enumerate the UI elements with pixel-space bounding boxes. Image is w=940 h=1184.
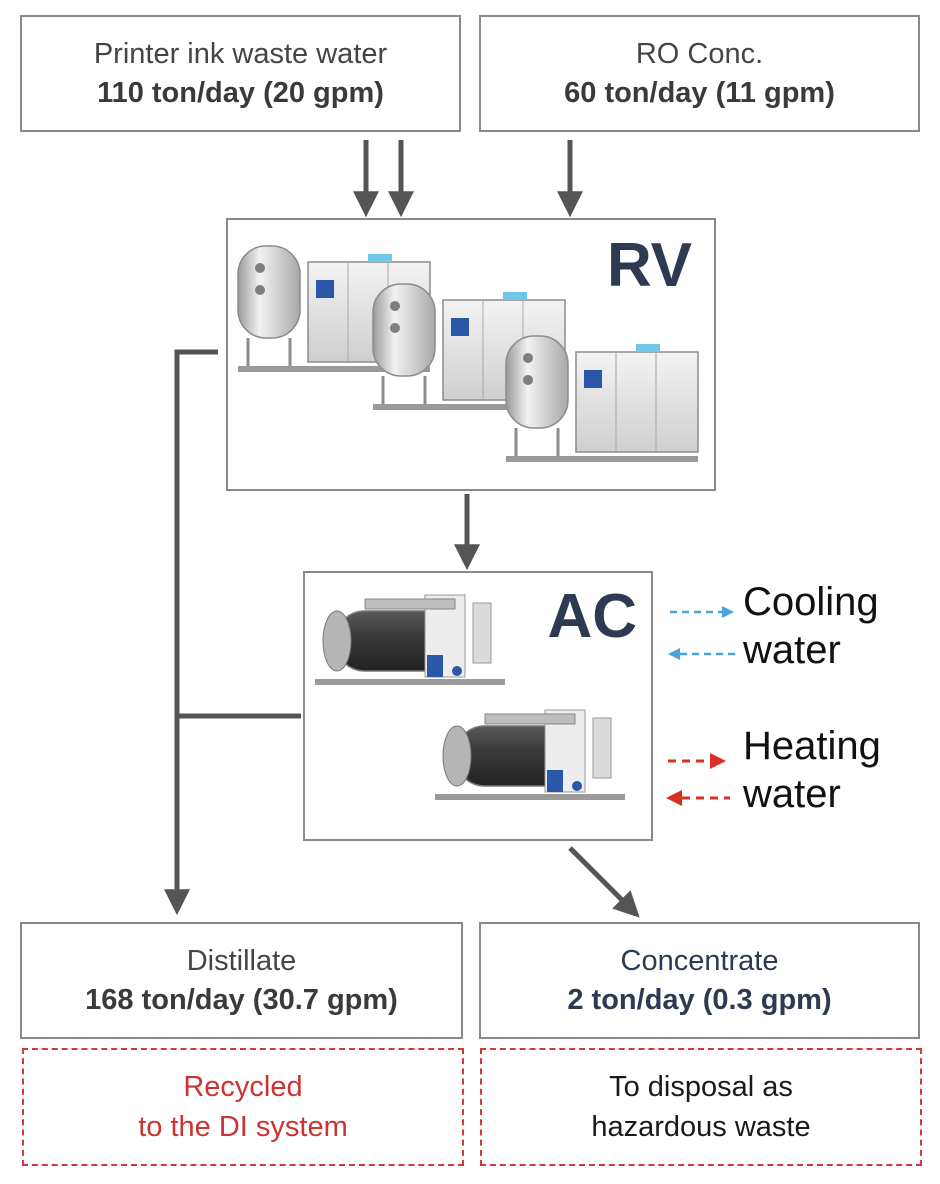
legend-heating-line2: water	[743, 772, 841, 816]
heating-water-arrows	[666, 753, 730, 806]
input-ro-conc-name: RO Conc.	[635, 37, 764, 70]
rv-label: RV	[606, 231, 692, 300]
output-concentrate-name: Concentrate	[620, 944, 779, 977]
input-ro-conc-flow: 60 ton/day (11 gpm)	[564, 76, 835, 109]
output-distillate-name: Distillate	[186, 944, 297, 977]
input-printer-ink-flow: 110 ton/day (20 gpm)	[97, 76, 384, 109]
cooling-water-arrows	[668, 606, 736, 660]
rv-unit-box: RV	[226, 218, 716, 491]
distillate-collector-line	[164, 349, 218, 916]
output-concentrate-flow: 2 ton/day (0.3 gpm)	[567, 983, 832, 1016]
output-distillate-box: Distillate 168 ton/day (30.7 gpm)	[20, 922, 463, 1039]
arrow-ac-to-concentrate	[568, 846, 640, 918]
legend-heating-line1: Heating	[743, 724, 881, 768]
concentrate-destination-line2: hazardous waste	[591, 1111, 811, 1143]
evaporator-units-icon	[237, 245, 700, 464]
concentrate-destination-box: To disposal as hazardous waste	[480, 1048, 922, 1166]
ac-label: AC	[547, 582, 637, 651]
concentrate-destination-line1: To disposal as	[609, 1071, 793, 1103]
distillate-destination-line2: to the DI system	[138, 1111, 348, 1143]
legend-cooling-line1: Cooling	[743, 580, 879, 624]
input-printer-ink-name: Printer ink waste water	[93, 37, 388, 70]
output-distillate-flow: 168 ton/day (30.7 gpm)	[85, 983, 398, 1016]
ac-unit-box: AC	[303, 571, 653, 841]
legend-cooling-line2: water	[743, 628, 841, 672]
input-printer-ink-box: Printer ink waste water 110 ton/day (20 …	[20, 15, 461, 132]
output-concentrate-box: Concentrate 2 ton/day (0.3 gpm)	[479, 922, 920, 1039]
distillate-destination-box: Recycled to the DI system	[22, 1048, 464, 1166]
distillate-destination-line1: Recycled	[183, 1071, 303, 1103]
evaporator-units-icon	[315, 594, 626, 801]
input-ro-conc-box: RO Conc. 60 ton/day (11 gpm)	[479, 15, 920, 132]
